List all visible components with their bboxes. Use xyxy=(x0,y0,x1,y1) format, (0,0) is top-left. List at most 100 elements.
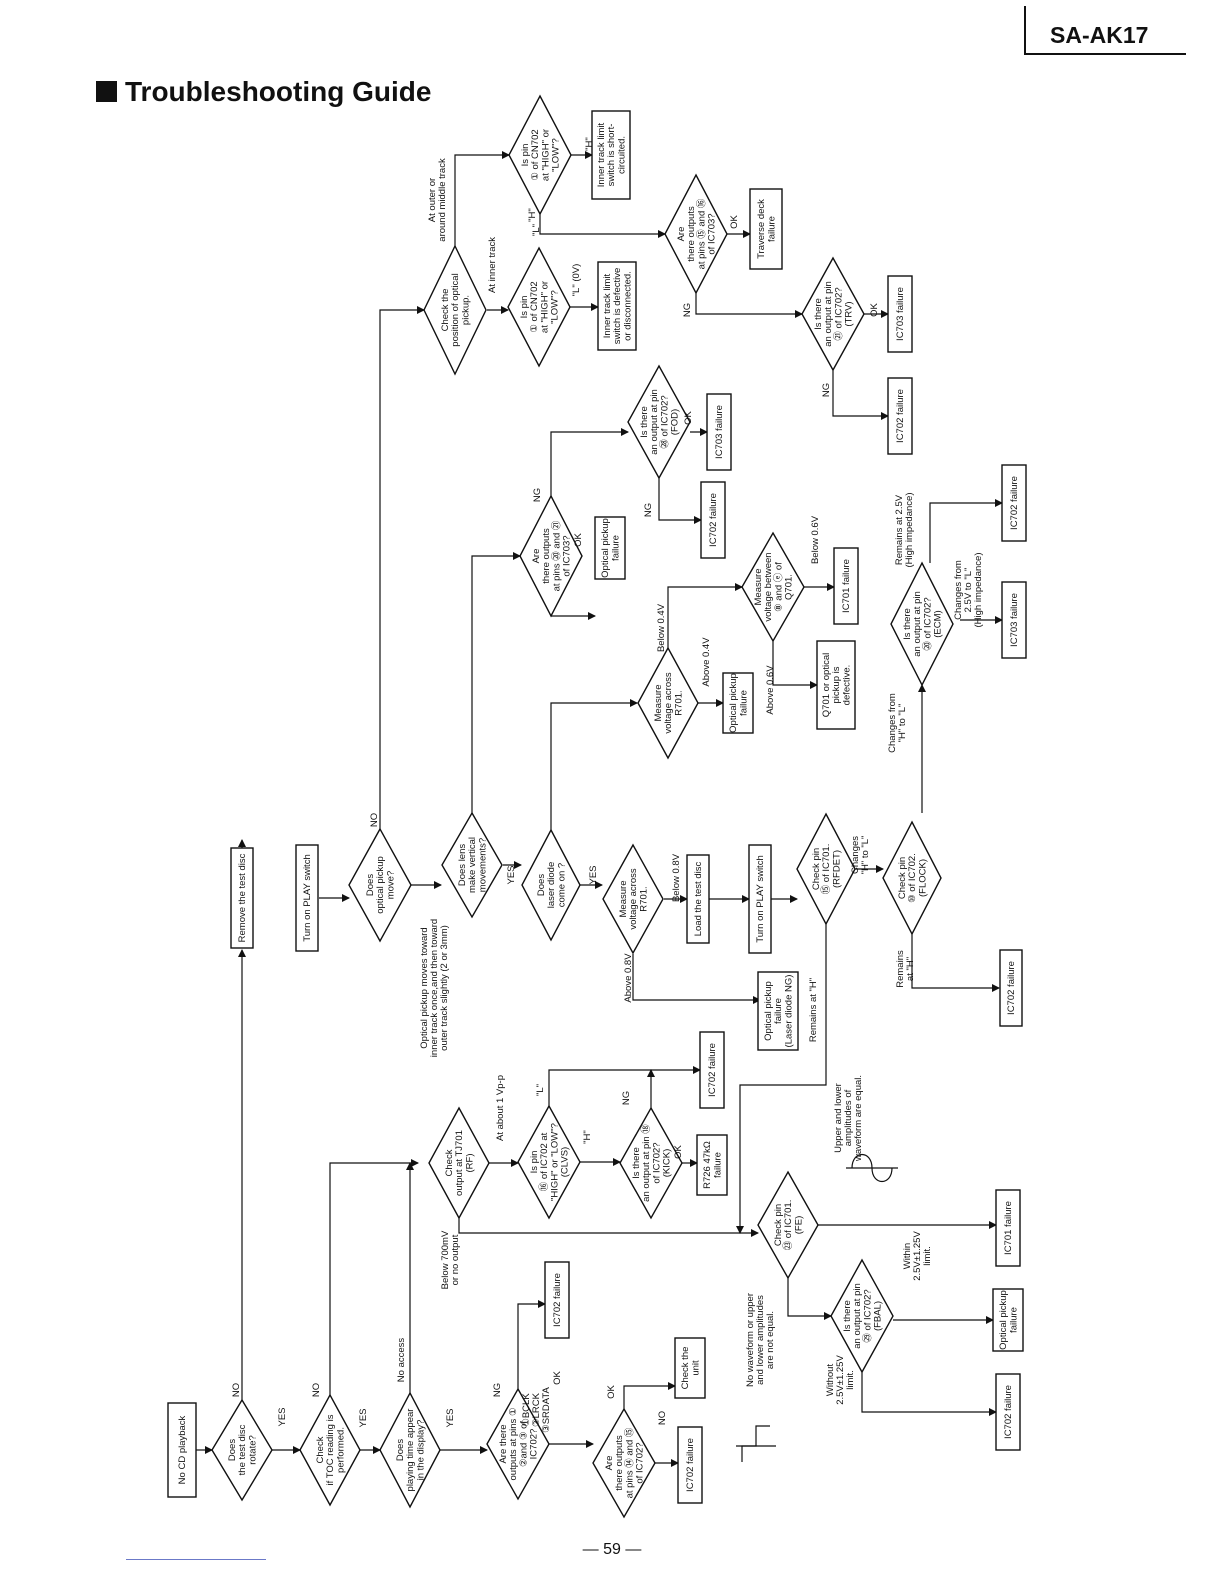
node-text-line: Does xyxy=(227,1439,238,1461)
branch-label-line: ③SRDATA xyxy=(541,1387,552,1433)
branch-label-line: OK xyxy=(673,1144,684,1158)
node-text-line: Is there xyxy=(902,608,913,640)
branch-label: NG xyxy=(621,1091,632,1105)
process-box-b-checkunit: Check theunit xyxy=(674,1337,706,1399)
branch-label-line: Below 0.6V xyxy=(810,515,821,564)
branch-label: YES xyxy=(358,1408,369,1427)
branch-label: NG xyxy=(492,1383,503,1397)
node-text-line: Optical pickup xyxy=(728,673,739,733)
connector-37 xyxy=(667,583,743,648)
node-text-line: (Laser diode NG) xyxy=(784,975,795,1048)
decision-d-clvs: Is pin⑯ of IC702 at"HIGH" or "LOW"?(CLVS… xyxy=(517,1104,581,1220)
node-text-line: Are there xyxy=(498,1424,509,1463)
branch-label-line: 2.5V±1.25V xyxy=(835,1355,846,1405)
node-text-line: IC702 failure xyxy=(1006,961,1017,1015)
process-box xyxy=(749,188,783,270)
node-text: Optical pickupfailure xyxy=(600,518,621,578)
node-text-line: Are xyxy=(676,227,687,242)
process-box-b-ic701-fe: IC701 failure xyxy=(995,1189,1021,1267)
branch-label: "L" (0V) xyxy=(571,264,582,297)
node-text: IC703 failure xyxy=(1009,593,1020,647)
branch-label-line: OK xyxy=(573,532,584,546)
node-text-line: come on ? xyxy=(557,863,568,907)
node-text-line: failure xyxy=(773,998,784,1024)
node-text-line: IC703 failure xyxy=(714,405,725,459)
branch-label-line: Above 0.8V xyxy=(623,953,634,1003)
branch-label-line: NG xyxy=(621,1091,632,1105)
process-box-b-play2: Turn on PLAY switch xyxy=(748,844,772,954)
process-box-b-laserng: Optical pickupfailure(Laser diode NG) xyxy=(757,971,799,1051)
decision-diamond xyxy=(637,646,699,760)
branch-label-line: NG xyxy=(643,503,654,517)
node-text-line: R701. xyxy=(639,886,650,911)
node-text: Checkif TOC reading isperformed. xyxy=(315,1414,347,1485)
branch-label: YES xyxy=(588,865,599,884)
decision-diamond xyxy=(486,1387,550,1501)
process-box xyxy=(295,844,319,952)
node-text-line: Remove the test disc xyxy=(237,853,248,942)
node-text-line: IC701 failure xyxy=(841,559,852,613)
branch-label-line: 2.5V±1.25V xyxy=(912,1231,923,1281)
branch-label-line: "H" to "L" xyxy=(860,836,871,875)
node-text-line: Optical pickup xyxy=(763,981,774,1041)
node-text: Checkoutput at TJ701(RF) xyxy=(444,1130,476,1196)
branch-label-line: Remains xyxy=(895,950,906,988)
node-text-line: Are xyxy=(604,1456,615,1471)
process-box-b-ic702-trv: IC702 failure xyxy=(887,377,913,455)
branch-label-line: amplitudes of xyxy=(843,1089,854,1146)
node-text: Does lensmake verticalmovements? xyxy=(457,837,489,893)
connector-54 xyxy=(695,293,803,318)
process-box xyxy=(591,110,631,200)
process-box xyxy=(686,854,710,944)
node-text-line: ⑩ of IC702. xyxy=(907,853,918,903)
node-text-line: failure xyxy=(1008,1307,1019,1333)
node-text-line: failure xyxy=(610,535,621,561)
node-text-line: Is pin xyxy=(520,144,531,167)
node-text-line: circuited. xyxy=(617,136,628,174)
decision-d-cn702a: Is pin① of CN702at "HIGH" or"LOW"? xyxy=(507,246,571,368)
branch-label-line: OK xyxy=(683,410,694,424)
process-box-b-q701def: Q701 or opticalpickup isdefective. xyxy=(816,640,856,730)
decision-diamond xyxy=(521,828,581,942)
decision-diamond xyxy=(741,531,805,643)
branch-label-line: YES xyxy=(588,865,599,884)
node-text-line: (FBAL) xyxy=(873,1301,884,1331)
decision-diamond xyxy=(379,1391,441,1509)
process-box xyxy=(706,393,732,471)
node-text: Is therean output at pin㉑ of IC702?(TRV) xyxy=(813,281,855,347)
node-text-line: ⑯ of IC702 at xyxy=(539,1132,550,1191)
node-text-line: at pins ⑭ and ⑮ xyxy=(624,1427,635,1498)
decision-diamond xyxy=(519,494,583,618)
node-text-line: voltage across xyxy=(628,868,639,930)
decision-d-r701b: Measurevoltage acrossR701. xyxy=(637,646,699,760)
process-box-b-ic702-ecm: IC702 failure xyxy=(1001,464,1027,542)
branch-label-line: NG xyxy=(821,383,832,397)
connector-28 xyxy=(550,699,638,830)
node-text-line: failure xyxy=(766,216,777,242)
process-box xyxy=(992,1288,1024,1352)
node-text-line: Is there xyxy=(813,298,824,330)
node-text-line: of IC703? xyxy=(707,213,718,254)
process-box xyxy=(594,516,626,580)
branch-label-line: Above 0.4V xyxy=(701,637,712,687)
decision-diamond xyxy=(507,246,571,368)
connector-26 xyxy=(471,552,521,815)
branch-label: YES xyxy=(277,1407,288,1426)
node-text-line: at pins ⑳ and ㉑ xyxy=(551,520,562,591)
node-text: Traverse deckfailure xyxy=(756,199,777,259)
node-text-line: at "HIGH" or xyxy=(540,129,551,181)
branch-label-line: NG xyxy=(492,1383,503,1397)
branch-label: "H" xyxy=(527,208,538,222)
node-text-line: of IC703? xyxy=(562,535,573,576)
branch-label-line: and lower amplitudes xyxy=(755,1295,766,1385)
branch-label: Changes from"H" to "L" xyxy=(887,693,908,753)
node-text-line: Optical pickup xyxy=(998,1290,1009,1350)
branch-label: No waveform or upperand lower amplitudes… xyxy=(745,1293,776,1387)
node-text: Is therean output at pin ⑱of IC702?(KICK… xyxy=(631,1124,673,1202)
decision-diamond xyxy=(299,1393,361,1507)
node-text-line: ① of CN702 xyxy=(529,281,540,332)
decision-diamond xyxy=(627,364,691,480)
node-text: Check pin⑩ of IC702.(FLOCK) xyxy=(897,853,929,903)
node-text-line: IC702 failure xyxy=(1009,476,1020,530)
node-text-line: an output at pin ⑱ xyxy=(641,1124,652,1202)
